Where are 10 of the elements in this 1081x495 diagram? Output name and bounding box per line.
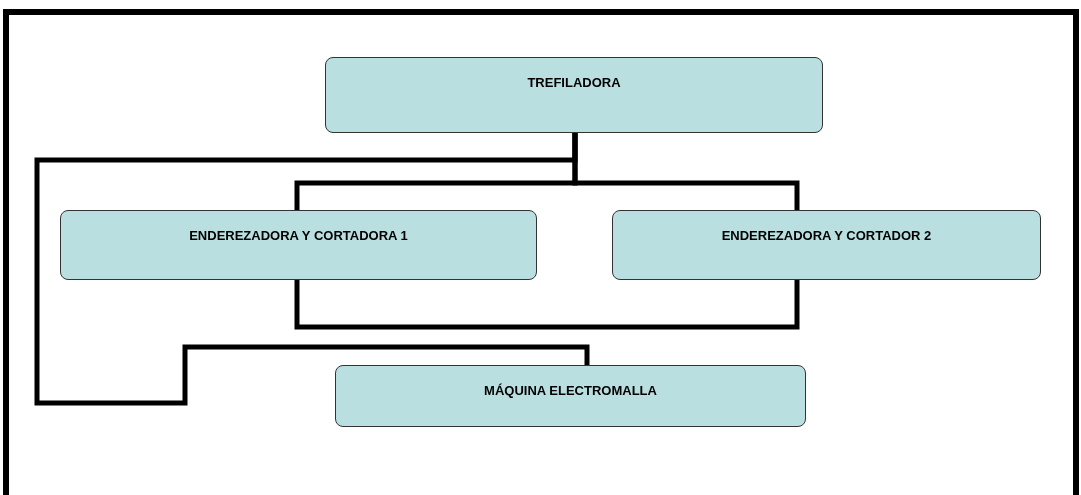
connector-line (34, 133, 590, 406)
process-box (612, 210, 1041, 280)
connector-line (294, 280, 800, 330)
box-label: MÁQUINA ELECTROMALLA (484, 382, 657, 400)
box-label: TREFILADORA (527, 74, 621, 92)
process-box (335, 365, 806, 427)
box-label: ENDEREZADORA Y CORTADOR 2 (721, 227, 932, 245)
process-box (60, 210, 537, 280)
box-label: ENDEREZADORA Y CORTADORA 1 (189, 227, 408, 245)
process-box (325, 57, 823, 133)
